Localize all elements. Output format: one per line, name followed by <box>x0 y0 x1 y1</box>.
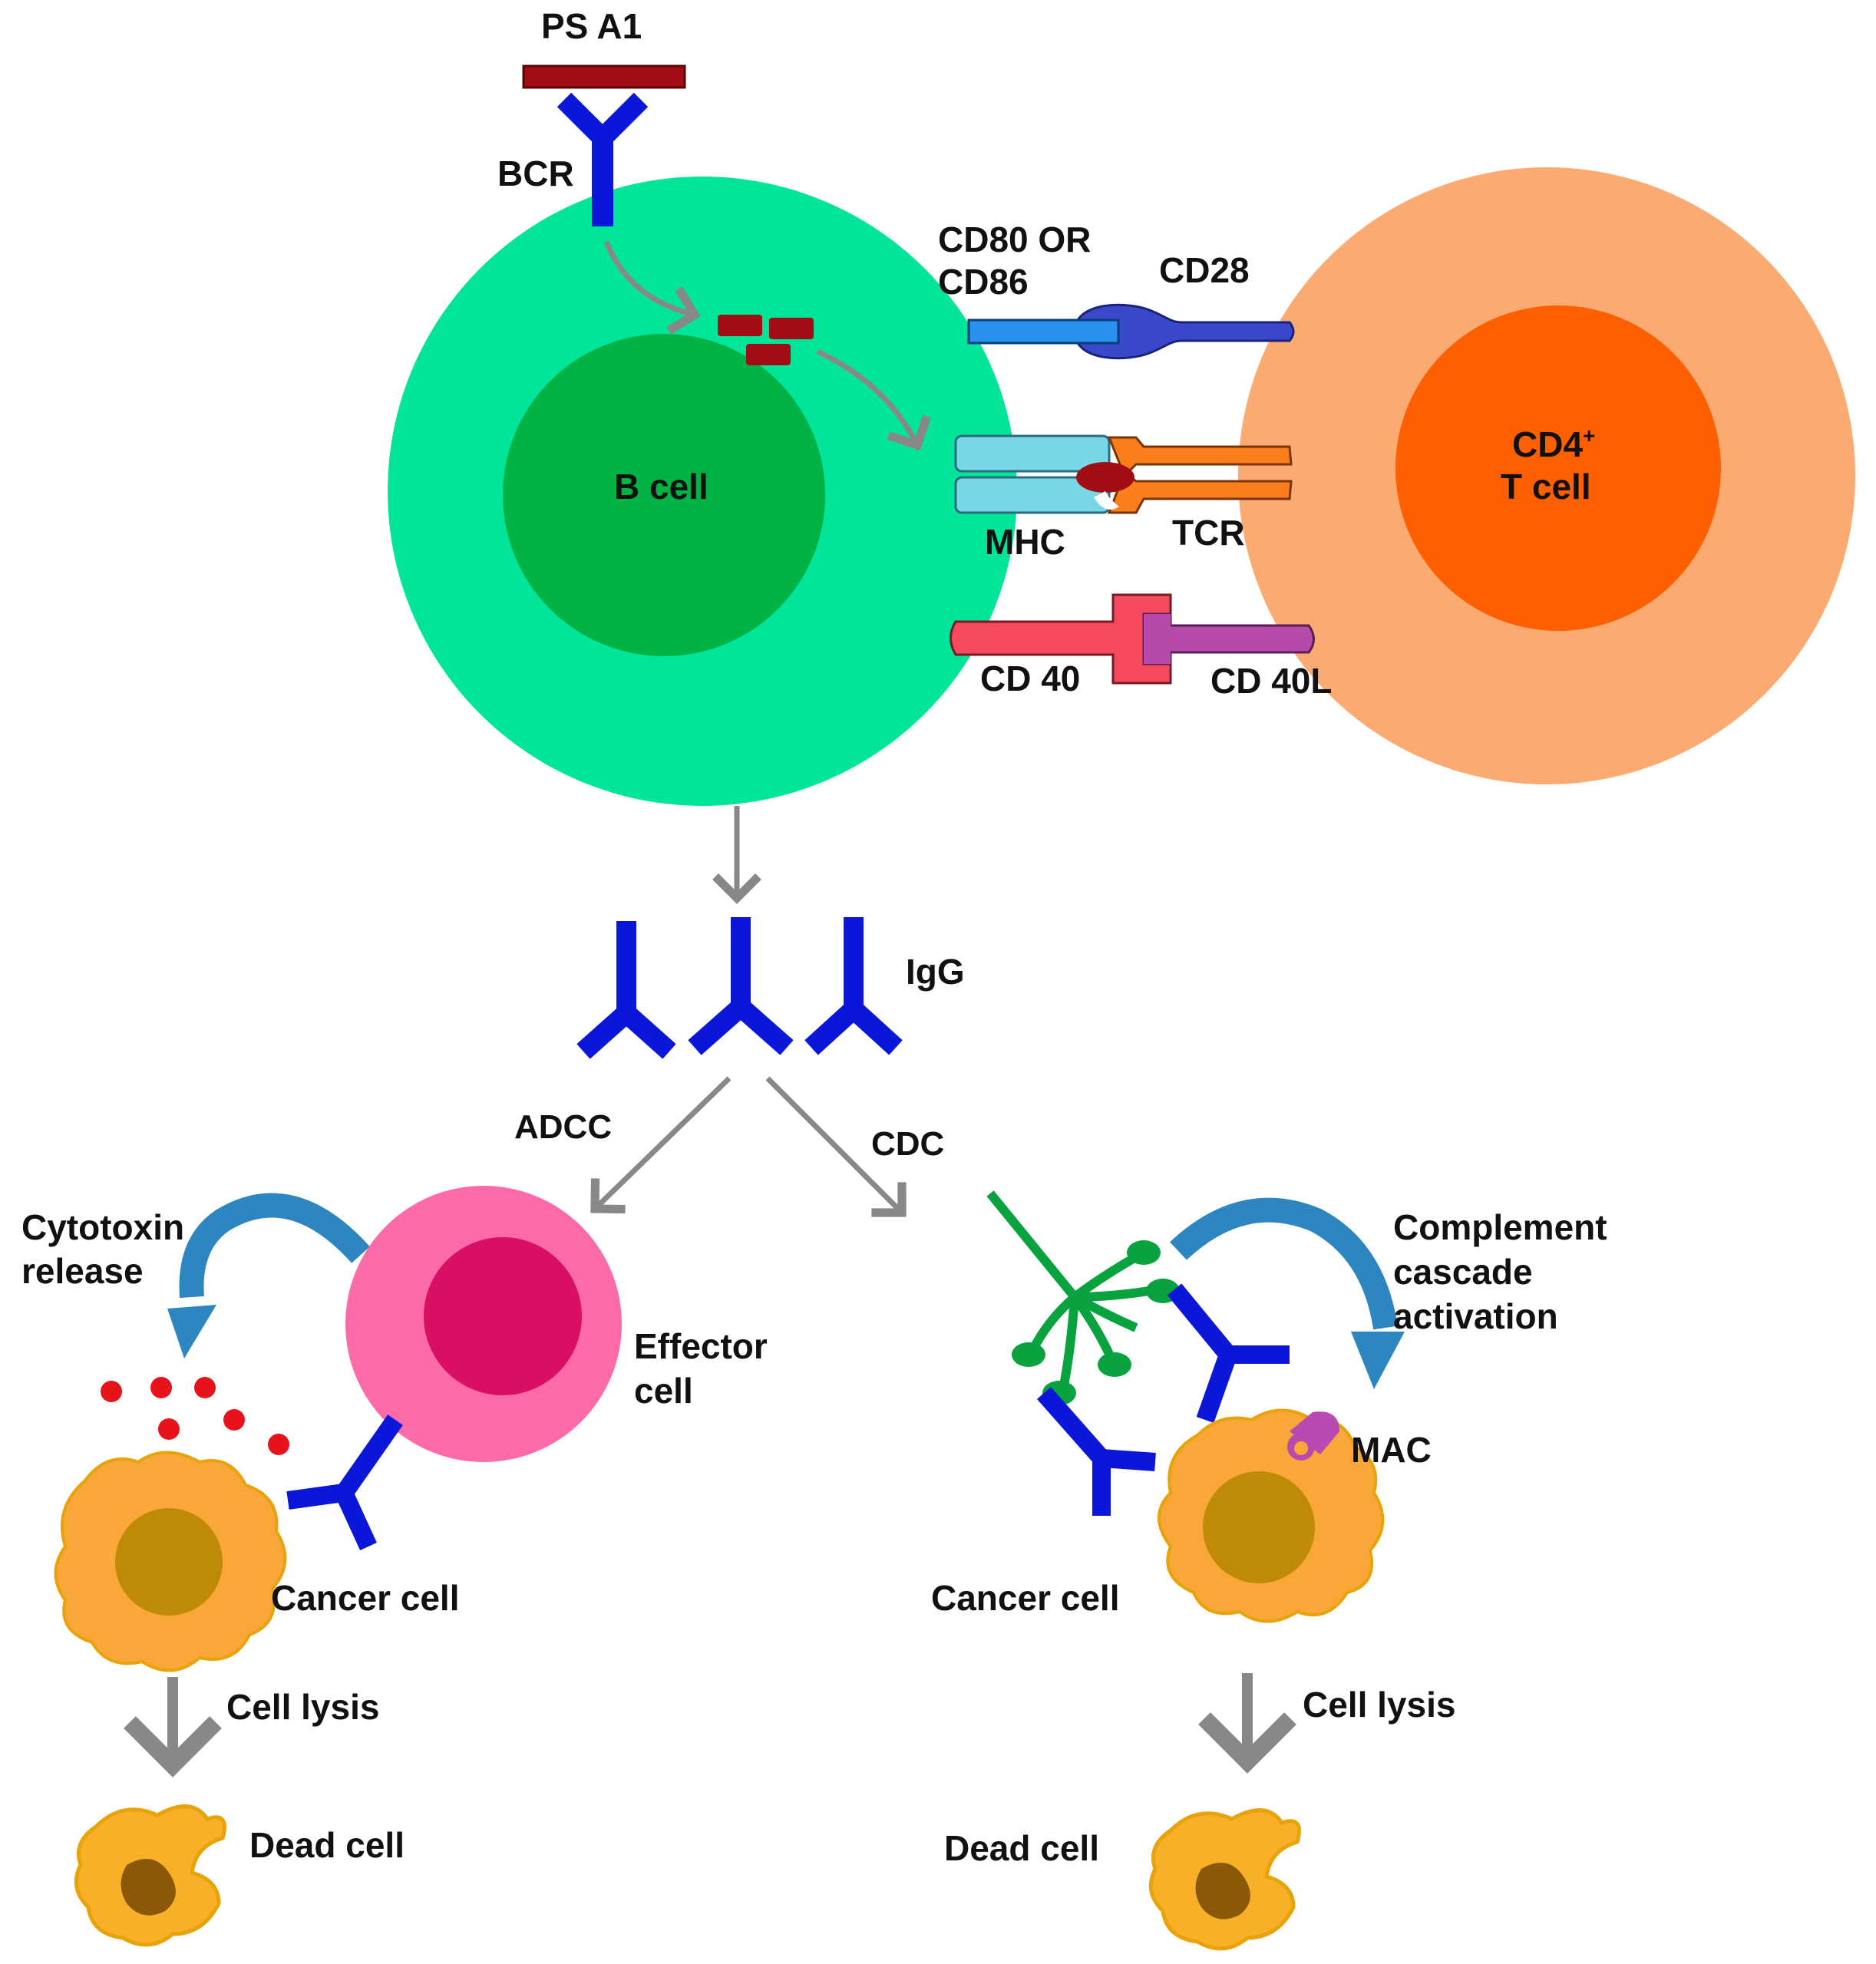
cytotoxin-label-line2: release <box>21 1251 144 1291</box>
dead-cell-right <box>1148 1808 1301 1951</box>
dead-left-label: Dead cell <box>249 1825 405 1865</box>
dead-left-nucleus <box>121 1859 176 1916</box>
cd40l-label: CD 40L <box>1210 661 1332 701</box>
cancer-cell-left <box>54 1451 287 1672</box>
adcc-label: ADCC <box>514 1108 612 1146</box>
cd40-receptor <box>950 593 1172 685</box>
cytotoxin-curved-arrow <box>179 1193 370 1299</box>
complement-label-line1: Complement <box>1393 1207 1607 1247</box>
t-cell <box>1238 167 1855 784</box>
complement-label-line3: activation <box>1393 1296 1558 1336</box>
t-cell-label-line1: CD4+ <box>1512 424 1595 464</box>
t-cell-cd4-text: CD4 <box>1512 424 1583 464</box>
t-cell-label-line2: T cell <box>1501 467 1591 507</box>
presentation-arrow <box>816 348 931 451</box>
complement-curved-arrow <box>1170 1197 1398 1330</box>
cytotoxin-granules <box>101 1377 289 1455</box>
effector-label-line1: Effector <box>634 1326 768 1366</box>
cytotoxin-label-line1: Cytotoxin <box>21 1207 184 1247</box>
mac-label: MAC <box>1351 1430 1432 1470</box>
antigen-ps-a1 <box>522 64 686 89</box>
processed-antigen <box>718 315 814 365</box>
cd40-cd40l-pair <box>950 593 1315 685</box>
effector-cell <box>345 1186 622 1462</box>
mac-complex <box>1287 1411 1339 1461</box>
internalization-arrow <box>603 240 701 335</box>
complement-label-line2: cascade <box>1393 1252 1533 1292</box>
t-cell-superscript: + <box>1583 424 1595 447</box>
lysis-left-label: Cell lysis <box>226 1687 379 1727</box>
igg-antibodies <box>576 917 903 1059</box>
cdc-arrow <box>765 1076 907 1217</box>
cdc-label: CDC <box>871 1125 944 1163</box>
b-cell-label: B cell <box>614 467 708 507</box>
effector-label-line2: cell <box>634 1371 693 1411</box>
igg-label: IgG <box>906 952 965 992</box>
effector-nucleus <box>424 1237 582 1395</box>
igg-antibody-3 <box>804 917 903 1055</box>
cancer-left-nucleus <box>115 1508 223 1616</box>
bcr-receptor <box>557 92 649 226</box>
t-cell-nucleus <box>1395 305 1721 631</box>
dead-right-nucleus <box>1195 1863 1250 1919</box>
effector-bound-antibody <box>286 1414 403 1550</box>
cdc-antibody-upper <box>1167 1283 1290 1423</box>
cd80-label-line2: CD86 <box>938 262 1029 302</box>
igg-antibody-1 <box>576 921 676 1059</box>
mhc-tcr-pair <box>954 434 1293 514</box>
mhc-upper <box>954 434 1111 473</box>
dead-cell-left <box>74 1804 226 1947</box>
antigen-label: PS A1 <box>541 6 642 46</box>
antigen-bar <box>522 64 686 89</box>
cd40-label: CD 40 <box>980 659 1080 698</box>
cancer-cell-right <box>1158 1408 1385 1623</box>
igg-antibody-2 <box>688 917 794 1055</box>
bcr-label: BCR <box>497 153 574 193</box>
cd80-label-line1: CD80 OR <box>938 220 1091 259</box>
cancer-left-label: Cancer cell <box>271 1578 459 1618</box>
dead-right-label: Dead cell <box>944 1828 1099 1868</box>
lysis-right-label: Cell lysis <box>1303 1685 1455 1725</box>
cd28-label: CD28 <box>1159 250 1250 290</box>
adcc-arrow <box>590 1076 732 1214</box>
cancer-right-label: Cancer cell <box>931 1578 1119 1618</box>
b-cell <box>388 177 1017 806</box>
cdc-antibody-lower <box>1037 1387 1156 1516</box>
cancer-right-nucleus <box>1203 1471 1315 1583</box>
cd80-cd28-pair <box>967 303 1295 360</box>
mhc-label: MHC <box>985 522 1065 562</box>
b-cell-nucleus <box>503 334 825 656</box>
tcr-label: TCR <box>1172 513 1245 553</box>
mhc-lower <box>954 476 1111 514</box>
cd28-receptor <box>1073 303 1295 360</box>
presented-peptide <box>1076 462 1135 493</box>
